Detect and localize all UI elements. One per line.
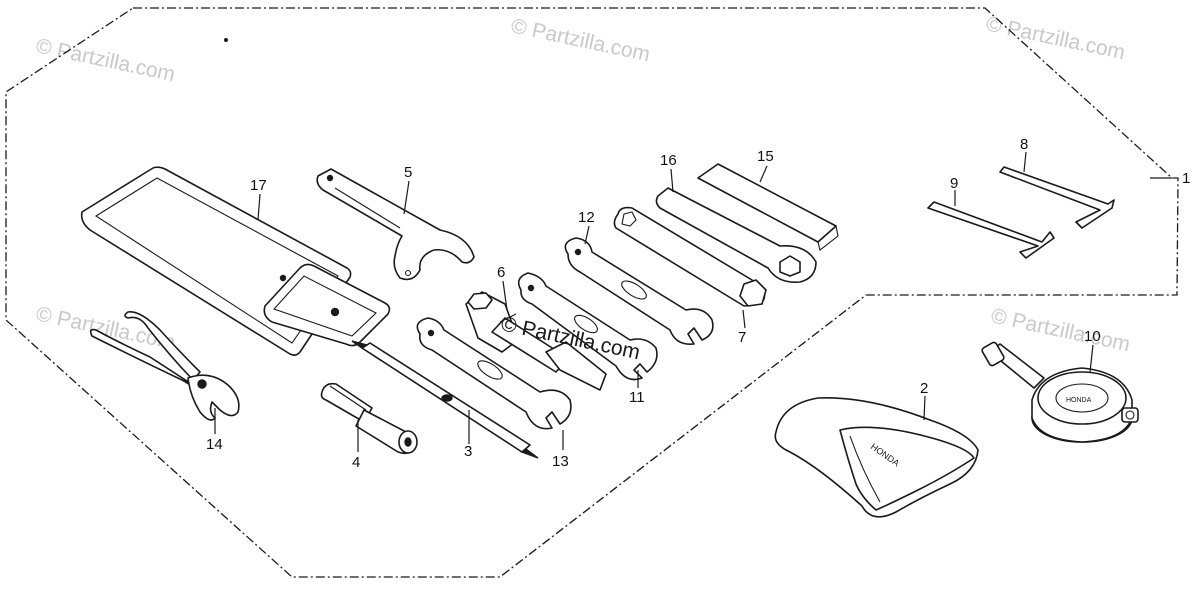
box-wrench-7 [613,206,767,307]
pressure-gauge-10: HONDA [981,341,1139,443]
bar-15 [697,163,839,251]
box-wrench-16 [655,187,817,284]
callout-9: 9 [950,175,958,192]
tool-bag-17 [80,166,391,356]
callout-10: 10 [1084,328,1101,345]
speck [224,38,228,42]
watermark: © Partzilla.com [984,12,1127,64]
callout-2: 2 [920,380,928,397]
socket-wrench-6 [465,291,607,391]
callout-7: 7 [738,329,746,346]
callout-14: 14 [206,436,223,453]
callout-16: 16 [660,152,677,169]
watermark: © Partzilla.com [509,14,652,66]
callout-6: 6 [497,264,505,281]
callout-4: 4 [352,454,360,471]
watermarks: © Partzilla.com © Partzilla.com © Partzi… [34,12,1132,356]
callout-15: 15 [757,148,774,165]
callout-17: 17 [250,177,267,194]
watermark: © Partzilla.com [989,304,1132,356]
hex-key-9 [927,201,1055,259]
kit-outline [5,7,1179,578]
gauge-brand-label: HONDA [1066,397,1092,404]
leader-lines [214,151,1094,452]
open-wrench-11 [517,272,658,381]
callout-5: 5 [404,164,412,181]
pliers-14 [89,311,240,421]
callout-13: 13 [552,453,569,470]
screwdriver-handle-4 [320,382,418,455]
callout-11: 11 [629,389,645,406]
hex-key-8 [999,166,1115,229]
pouch-2: HONDA [774,397,979,518]
callout-1: 1 [1182,170,1190,187]
open-wrench-12 [564,237,714,346]
watermark: © Partzilla.com [34,34,177,86]
callout-8: 8 [1020,136,1028,153]
open-wrench-13 [416,317,572,430]
callout-3: 3 [464,443,472,460]
callout-numbers: 1 2 3 4 5 6 7 8 9 10 11 12 13 14 15 16 1… [206,136,1190,471]
callout-12: 12 [578,209,595,226]
hook-spanner-5 [316,168,475,281]
